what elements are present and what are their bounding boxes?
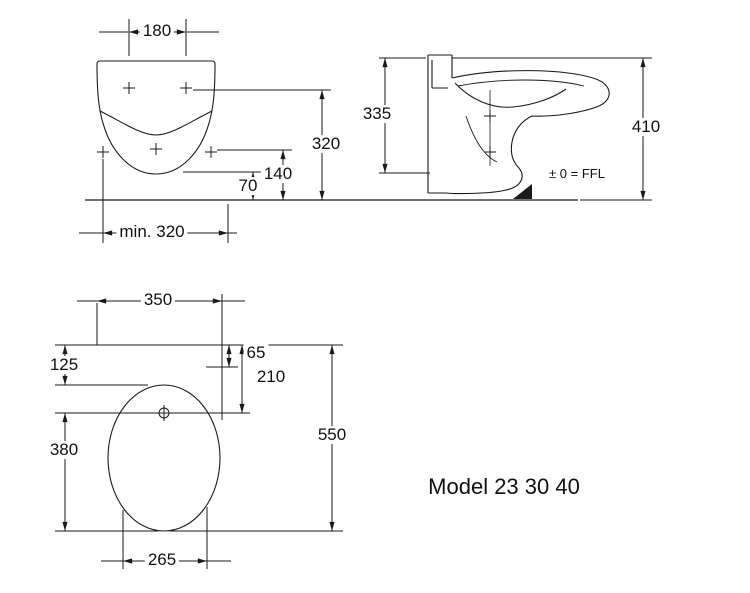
side-view <box>379 54 652 201</box>
fixing-cross-icons-front <box>97 82 217 158</box>
dim-265-lines <box>101 507 231 569</box>
dim-label-125: 125 <box>46 356 82 374</box>
dim-label-350: 350 <box>140 291 176 309</box>
dim-65-lines <box>206 345 238 368</box>
dim-210-lines <box>172 345 250 414</box>
front-view <box>79 19 331 243</box>
front-rim-curve <box>99 110 213 136</box>
dim-180-lines <box>99 19 219 56</box>
tap-hole-cross-icon <box>156 405 172 421</box>
dim-380-lines <box>55 412 158 532</box>
side-top-box <box>428 54 453 89</box>
dim-label-320: 320 <box>308 135 344 153</box>
plan-view <box>55 294 343 569</box>
dim-label-550: 550 <box>314 426 350 444</box>
ffl-datum-label: ± 0 = FFL <box>546 167 608 181</box>
dim-label-65: 65 <box>243 344 269 362</box>
fixing-cross-icons-side <box>484 110 496 158</box>
dim-label-380: 380 <box>46 441 82 459</box>
front-outline <box>96 60 216 175</box>
dim-label-210: 210 <box>253 368 289 386</box>
dim-label-180: 180 <box>139 22 175 40</box>
dim-label-140: 140 <box>260 165 296 183</box>
side-inner-bowl <box>454 82 567 108</box>
dim-label-265: 265 <box>144 551 180 569</box>
side-outline <box>428 70 610 195</box>
dim-label-335: 335 <box>359 105 395 123</box>
side-rim-inner-line <box>457 79 585 87</box>
model-number-label: Model 23 30 40 <box>428 474 580 500</box>
side-trap-curve <box>465 115 498 163</box>
dim-label-min-320: min. 320 <box>116 223 188 241</box>
dim-label-70: 70 <box>235 177 261 195</box>
dim-label-410: 410 <box>628 118 664 136</box>
ffl-datum-triangle-icon <box>513 184 532 199</box>
plan-bowl-outline <box>107 384 221 532</box>
